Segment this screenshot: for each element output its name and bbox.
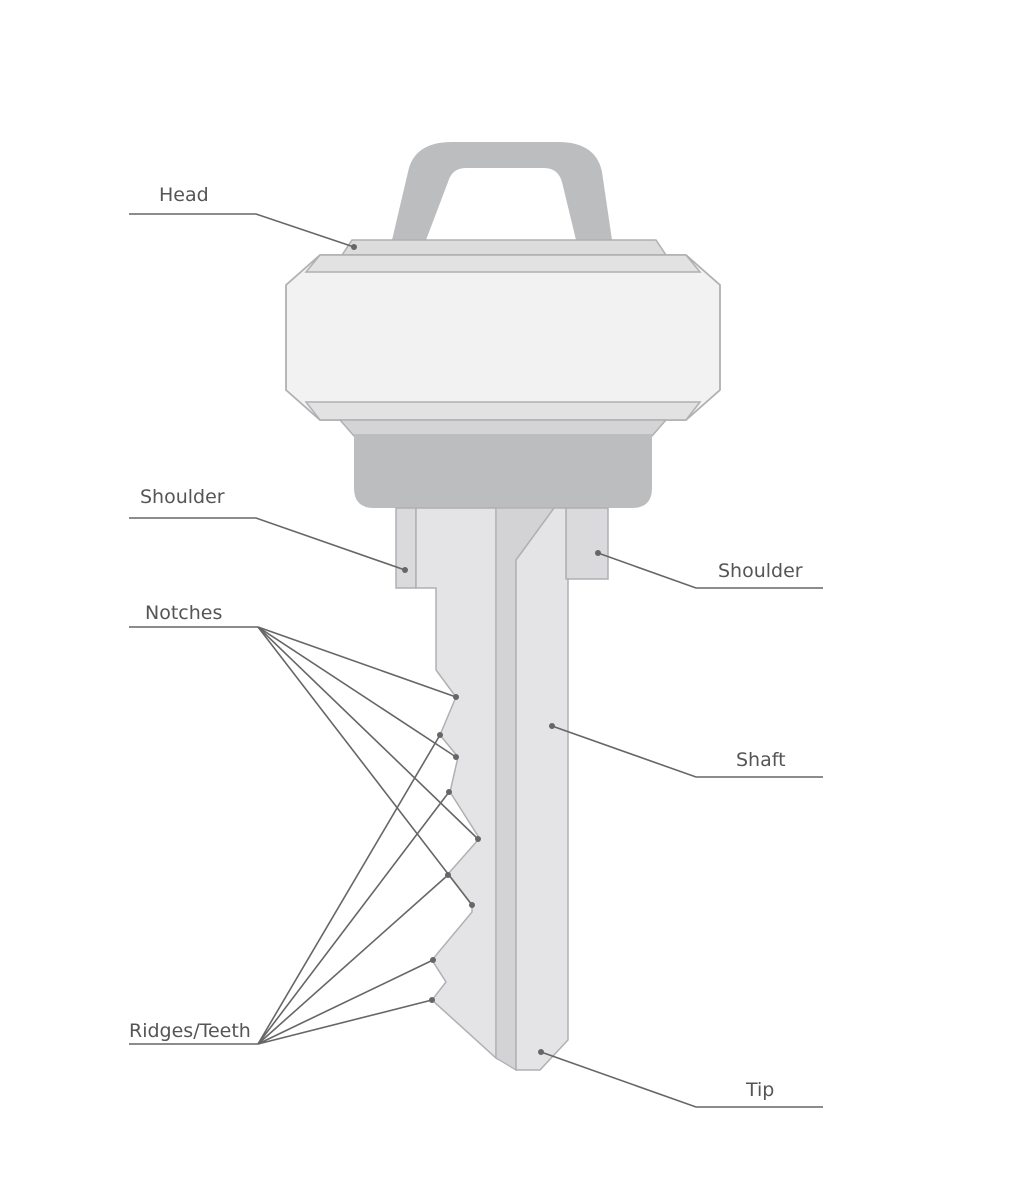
- notch-dot-3: [475, 836, 481, 842]
- ridge-leader-4: [257, 959, 434, 1045]
- key-head-upper-bevel: [304, 254, 702, 273]
- key-illustration: [285, 142, 721, 1072]
- notch-dot-1: [453, 694, 459, 700]
- label-shoulder-left: Shoulder: [140, 486, 225, 508]
- key-head-top-band: [340, 239, 668, 256]
- notch-leader-1: [257, 626, 457, 698]
- shaft-leader-dot: [549, 723, 555, 729]
- ridge-leader-5: [257, 999, 433, 1045]
- label-ridges-teeth: Ridges/Teeth: [129, 1020, 251, 1042]
- key-shoulder-right: [565, 507, 609, 580]
- key-head-body: [285, 254, 721, 421]
- labels: Head Shoulder Notches Shoulder Shaft Rid…: [129, 184, 803, 1101]
- shoulder-left-leader-dot: [402, 567, 408, 573]
- label-shoulder-right: Shoulder: [718, 560, 803, 582]
- key-bow-loop: [392, 142, 612, 240]
- head-leader-dot: [351, 244, 357, 250]
- notch-dot-2: [453, 754, 459, 760]
- ridge-leader-3: [257, 874, 449, 1045]
- shoulder-left-leader-line: [129, 517, 406, 571]
- notch-dot-4: [469, 902, 475, 908]
- key-head-lower-bevel: [304, 401, 702, 421]
- label-head: Head: [159, 184, 209, 206]
- ridge-leader-2: [257, 791, 450, 1045]
- head-leader-line: [129, 213, 355, 248]
- shoulder-right-leader-dot: [595, 550, 601, 556]
- tip-leader-line: [540, 1051, 823, 1108]
- key-shoulder-left: [395, 507, 417, 589]
- shoulder-right-leader-line: [597, 552, 823, 589]
- notch-leader-4: [257, 626, 473, 906]
- label-tip: Tip: [745, 1079, 774, 1101]
- key-blade-cut-side: [415, 507, 497, 1060]
- key-head-lower-band: [338, 419, 668, 437]
- shaft-leader-line: [551, 725, 823, 778]
- label-notches: Notches: [145, 602, 222, 624]
- ridge-dot-4: [430, 957, 436, 963]
- ridge-leader-1: [257, 734, 441, 1045]
- ridge-dot-3: [445, 872, 451, 878]
- key-grip: [354, 434, 652, 508]
- tip-leader-dot: [538, 1049, 544, 1055]
- notch-leader-2: [257, 626, 457, 758]
- key-blade-shaft: [515, 507, 569, 1071]
- ridge-dot-5: [429, 997, 435, 1003]
- notch-leader-3: [257, 626, 479, 840]
- leader-lines: [129, 213, 823, 1108]
- label-shaft: Shaft: [736, 749, 786, 771]
- ridge-dot-2: [446, 789, 452, 795]
- ridge-dot-1: [437, 732, 443, 738]
